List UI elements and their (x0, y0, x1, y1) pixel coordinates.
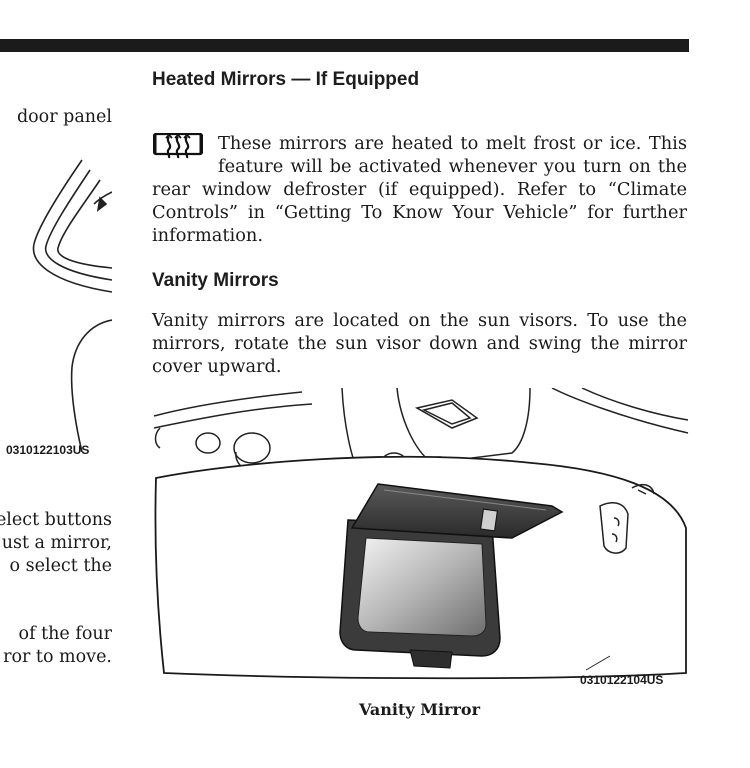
heated-mirrors-line1: These mirrors are heated to melt frost o… (218, 133, 687, 154)
left-text-line: ust a mirror, (1, 533, 112, 553)
heated-mirrors-heading: Heated Mirrors — If Equipped (152, 69, 420, 90)
left-text-line: o select the (9, 556, 112, 576)
vanity-mirrors-heading: Vanity Mirrors (152, 270, 279, 291)
heated-mirrors-body: rear window defroster (if equipped). Ref… (152, 179, 687, 246)
figure-caption: Vanity Mirror (358, 700, 481, 719)
door-panel-illustration (32, 159, 112, 452)
heated-mirrors-line2: feature will be activated whenever you t… (218, 156, 687, 177)
left-text-line: ror to move. (3, 647, 112, 667)
left-column: door panel 0310122103US elect buttons us… (0, 0, 112, 768)
header-bar (0, 39, 689, 52)
left-text-line: of the four (18, 624, 112, 644)
left-figure-code: 0310122103US (6, 443, 90, 457)
left-text-line: door panel (16, 107, 112, 127)
rear-defrost-icon (153, 133, 203, 159)
vanity-mirror-illustration (153, 388, 689, 680)
vanity-mirrors-body: Vanity mirrors are located on the sun vi… (152, 310, 687, 377)
left-text-line: elect buttons (0, 510, 112, 530)
vanity-figure-code: 0310122104US (580, 673, 664, 687)
